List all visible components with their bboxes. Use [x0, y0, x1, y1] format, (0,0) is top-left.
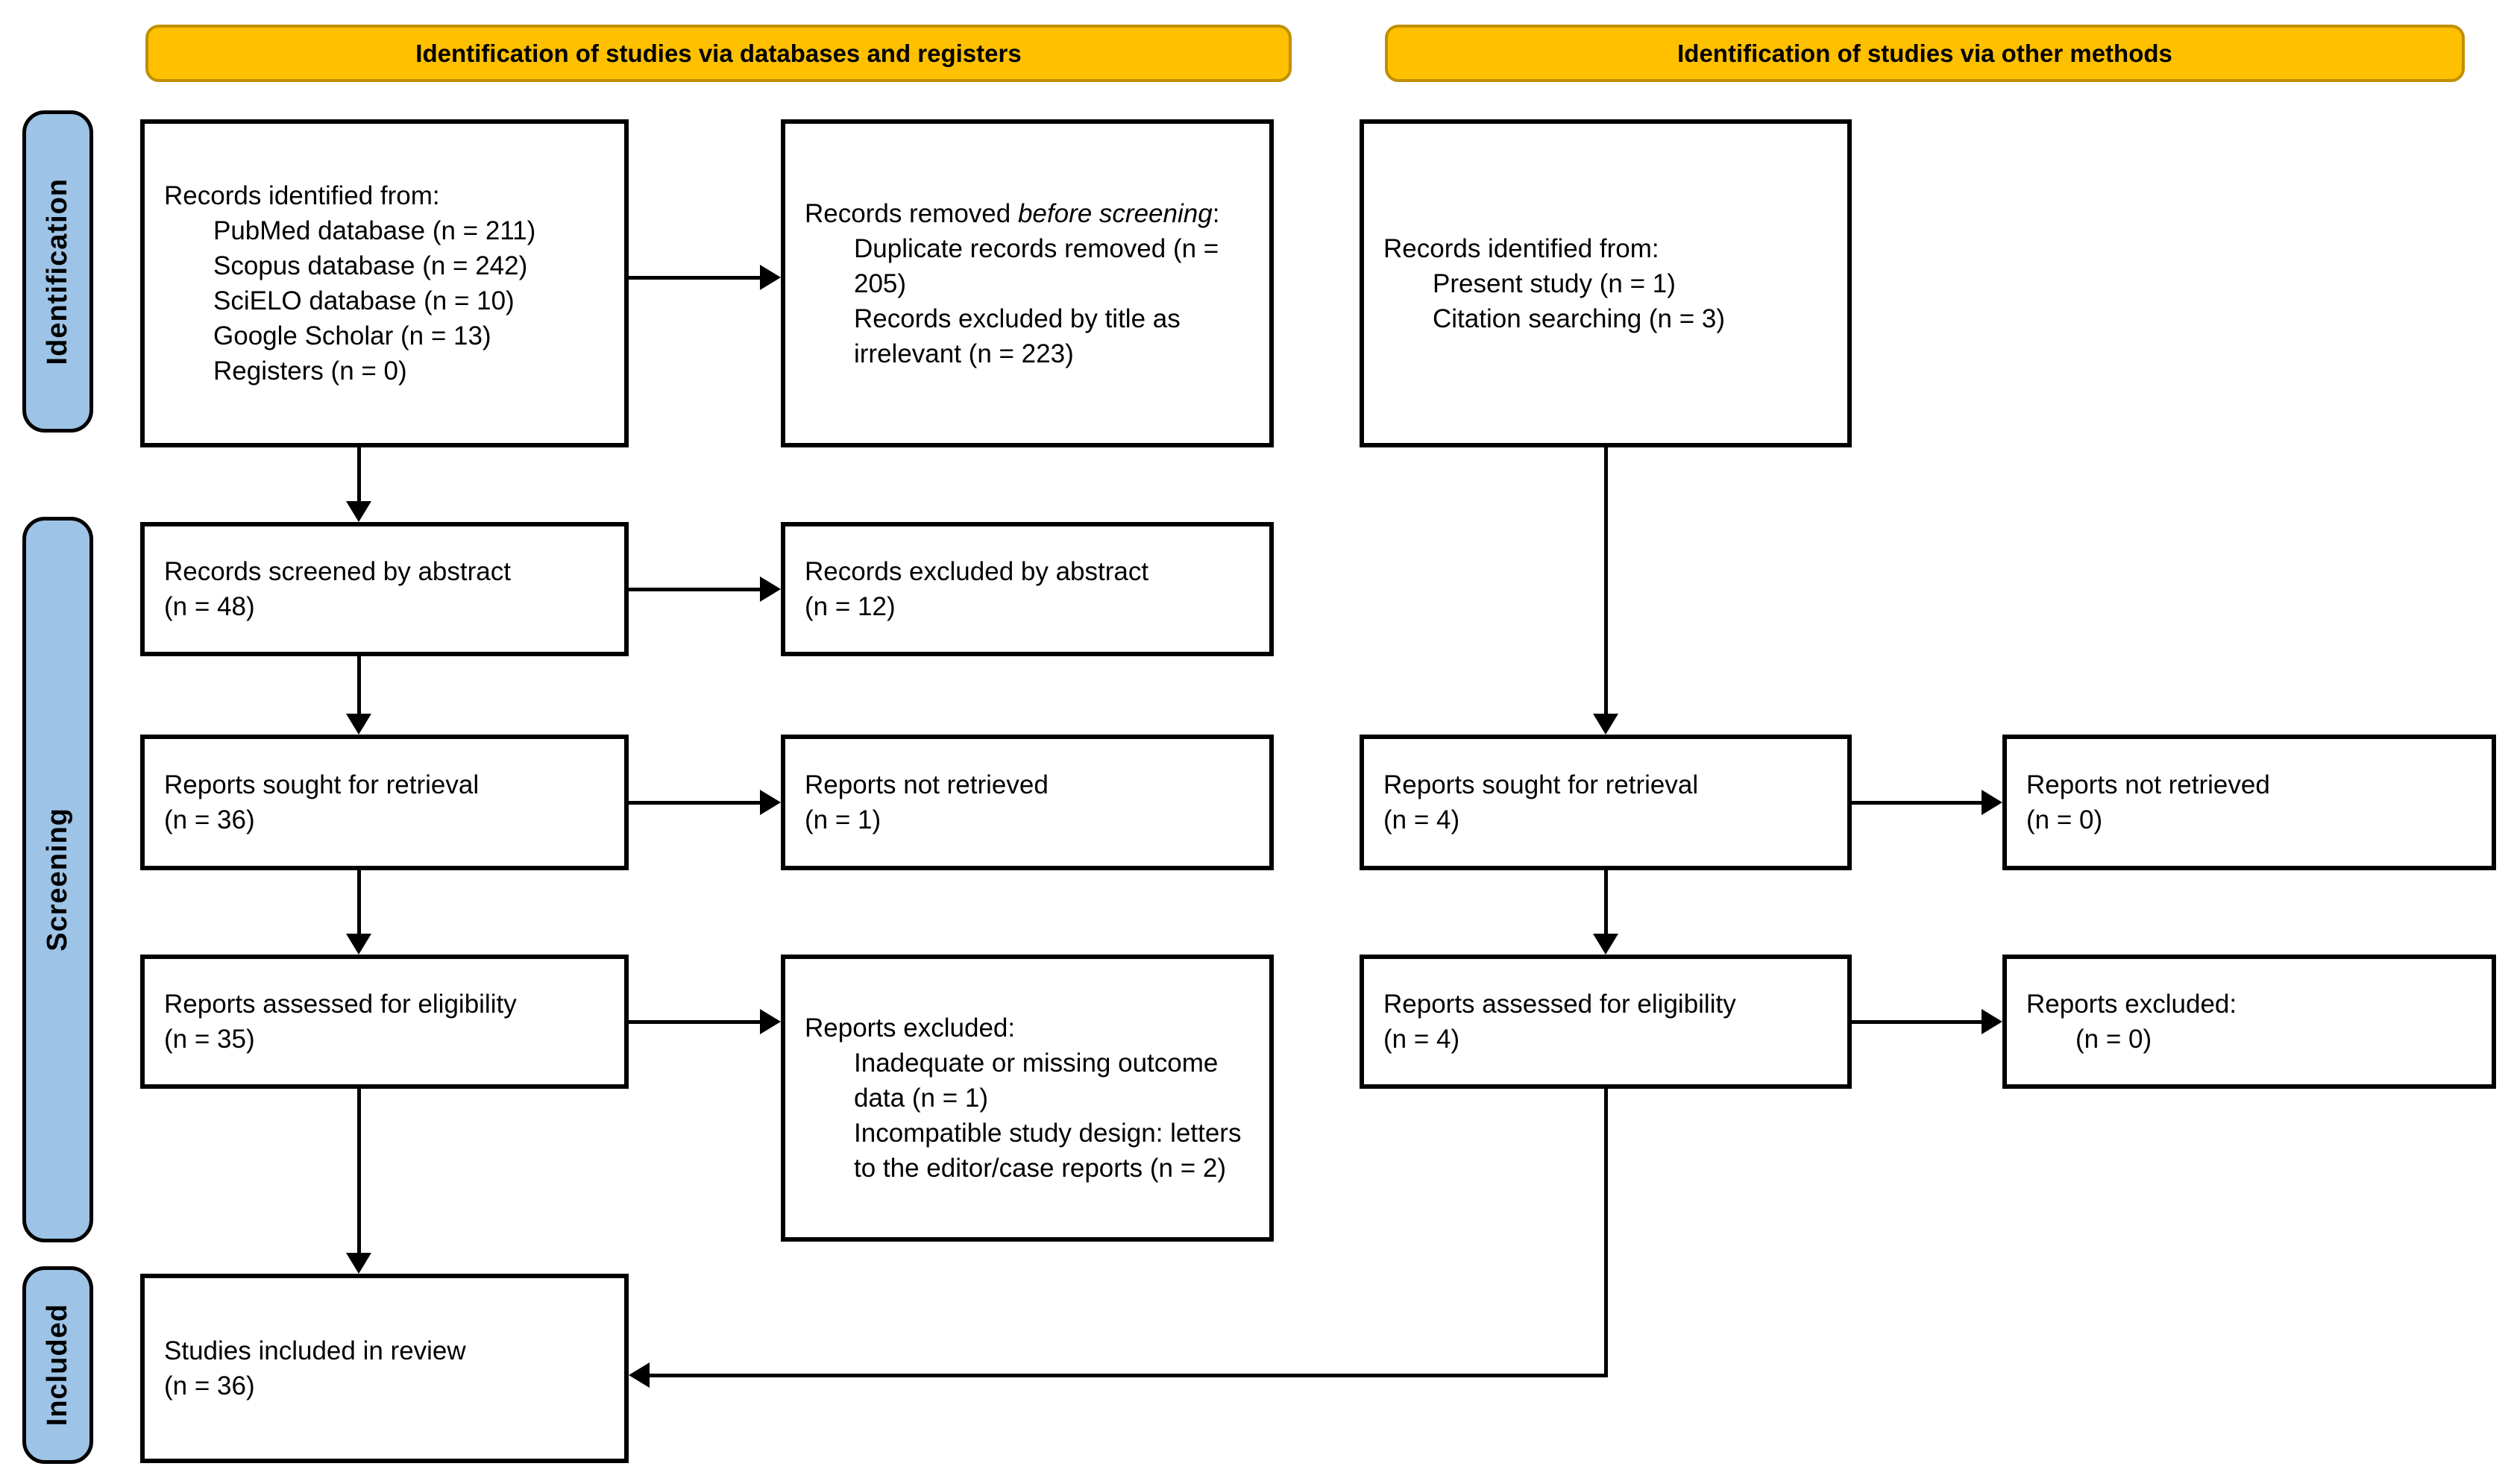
stage-screening-label: Screening [42, 808, 73, 952]
studies-included-label: Studies included in review [164, 1336, 466, 1365]
reports-excluded-left-intro: Reports excluded: [805, 1013, 1016, 1043]
header-other-methods-label: Identification of studies via other meth… [1677, 39, 2172, 67]
stage-screening: Screening [22, 517, 93, 1242]
arrow-identified-to-screened-line [357, 447, 361, 501]
box-records-identified-databases: Records identified from: PubMed database… [140, 119, 629, 447]
reports-assessed-left-count: (n = 35) [164, 1025, 255, 1054]
list-item: Present study (n = 1) [1433, 268, 1676, 298]
list-item: Incompatible study design: letters to th… [854, 1119, 1242, 1183]
arrow-sought-to-notretrieved-left-line [629, 801, 760, 805]
stage-included-label: Included [42, 1304, 73, 1427]
box-reports-sought-right: Reports sought for retrieval (n = 4) [1360, 735, 1852, 870]
box-studies-included: Studies included in review (n = 36) [140, 1274, 629, 1463]
list-item: PubMed database (n = 211) [213, 216, 536, 245]
reports-sought-left-count: (n = 36) [164, 805, 255, 834]
records-removed-intro-suffix: : [1212, 198, 1220, 228]
reports-sought-left-label: Reports sought for retrieval [164, 770, 480, 799]
list-item: SciELO database (n = 10) [213, 286, 515, 315]
records-identified-source-list: PubMed database (n = 211) Scopus database… [164, 213, 615, 389]
list-item: Google Scholar (n = 13) [213, 321, 491, 350]
records-screened-label: Records screened by abstract [164, 557, 511, 586]
arrow-sought-to-notretrieved-left-head [760, 790, 781, 815]
reports-not-retrieved-left-count: (n = 1) [805, 805, 881, 834]
reports-not-retrieved-right-label: Reports not retrieved [2026, 770, 2270, 799]
reports-sought-right-label: Reports sought for retrieval [1383, 770, 1699, 799]
reports-assessed-right-label: Reports assessed for eligibility [1383, 990, 1736, 1019]
list-item: Scopus database (n = 242) [213, 251, 528, 280]
arrow-assessed-to-excluded-right-line [1852, 1020, 1982, 1024]
stage-identification-label: Identification [42, 177, 73, 365]
records-removed-intro-prefix: Records removed [805, 198, 1018, 228]
arrow-sought-to-notretrieved-right-line [1852, 801, 1982, 805]
list-item: Records excluded by title as irrelevant … [854, 304, 1181, 368]
list-item: Inadequate or missing outcome data (n = … [854, 1048, 1219, 1113]
box-records-screened: Records screened by abstract (n = 48) [140, 522, 629, 656]
records-removed-intro-emphasis: before screening [1017, 198, 1213, 228]
box-reports-not-retrieved-left: Reports not retrieved (n = 1) [781, 735, 1274, 870]
arrow-assessed-to-excluded-right-head [1982, 1009, 2002, 1034]
box-reports-sought-left: Reports sought for retrieval (n = 36) [140, 735, 629, 870]
records-excluded-abstract-label: Records excluded by abstract [805, 557, 1149, 586]
stage-included: Included [22, 1266, 93, 1464]
records-removed-intro: Records removed before screening: [805, 196, 1260, 231]
arrow-assessed-to-excluded-left-line [629, 1020, 760, 1024]
box-records-identified-other: Records identified from: Present study (… [1360, 119, 1852, 447]
arrow-sought-to-assessed-left-head [346, 934, 371, 955]
reports-not-retrieved-left-label: Reports not retrieved [805, 770, 1049, 799]
list-item: Registers (n = 0) [213, 356, 407, 386]
arrow-screened-to-sought-line [357, 656, 361, 714]
reports-excluded-left-reason-list: Inadequate or missing outcome data (n = … [805, 1046, 1260, 1186]
arrow-other-to-included-vertical-line [1604, 1089, 1608, 1377]
arrow-screened-to-excluded-head [760, 576, 781, 602]
reports-excluded-right-intro: Reports excluded: [2026, 990, 2237, 1019]
box-records-removed-before-screening: Records removed before screening: Duplic… [781, 119, 1274, 447]
reports-assessed-left-label: Reports assessed for eligibility [164, 990, 517, 1019]
box-reports-excluded-right: Reports excluded: (n = 0) [2002, 955, 2496, 1089]
studies-included-count: (n = 36) [164, 1371, 255, 1400]
arrow-assessed-to-included-line [357, 1089, 361, 1253]
arrow-other-to-included-horizontal-line [650, 1374, 1608, 1377]
arrow-other-to-included-head [629, 1362, 650, 1388]
box-records-excluded-abstract: Records excluded by abstract (n = 12) [781, 522, 1274, 656]
box-reports-not-retrieved-right: Reports not retrieved (n = 0) [2002, 735, 2496, 870]
records-identified-intro: Records identified from: [164, 181, 440, 210]
reports-assessed-right-count: (n = 4) [1383, 1025, 1460, 1054]
list-item: Duplicate records removed (n = 205) [854, 233, 1219, 298]
arrow-sought-to-assessed-right-line [1604, 870, 1608, 934]
box-reports-excluded-left: Reports excluded: Inadequate or missing … [781, 955, 1274, 1242]
arrow-assessed-to-excluded-left-head [760, 1009, 781, 1034]
reports-not-retrieved-right-count: (n = 0) [2026, 805, 2103, 834]
stage-identification: Identification [22, 110, 93, 433]
records-identified-other-source-list: Present study (n = 1) Citation searching … [1383, 266, 1838, 336]
arrow-identified-other-to-sought-line [1604, 447, 1608, 714]
reports-sought-right-count: (n = 4) [1383, 805, 1460, 834]
arrow-assessed-to-included-head [346, 1253, 371, 1274]
arrow-identified-to-screened-head [346, 501, 371, 522]
arrow-sought-to-assessed-left-line [357, 870, 361, 934]
arrow-identified-to-removed-line [629, 276, 760, 280]
header-databases-registers: Identification of studies via databases … [145, 25, 1292, 82]
box-reports-assessed-right: Reports assessed for eligibility (n = 4) [1360, 955, 1852, 1089]
records-identified-other-intro: Records identified from: [1383, 233, 1659, 263]
box-reports-assessed-left: Reports assessed for eligibility (n = 35… [140, 955, 629, 1089]
list-item: Citation searching (n = 3) [1433, 304, 1726, 333]
header-databases-registers-label: Identification of studies via databases … [415, 39, 1022, 67]
records-screened-count: (n = 48) [164, 592, 255, 621]
arrow-identified-other-to-sought-head [1593, 714, 1618, 735]
header-other-methods: Identification of studies via other meth… [1385, 25, 2465, 82]
records-excluded-abstract-count: (n = 12) [805, 592, 896, 621]
records-removed-reason-list: Duplicate records removed (n = 205)Recor… [805, 231, 1260, 371]
arrow-identified-to-removed-head [760, 265, 781, 290]
arrow-sought-to-assessed-right-head [1593, 934, 1618, 955]
arrow-screened-to-sought-head [346, 714, 371, 735]
arrow-screened-to-excluded-line [629, 588, 760, 591]
reports-excluded-right-count: (n = 0) [2075, 1025, 2152, 1054]
arrow-sought-to-notretrieved-right-head [1982, 790, 2002, 815]
